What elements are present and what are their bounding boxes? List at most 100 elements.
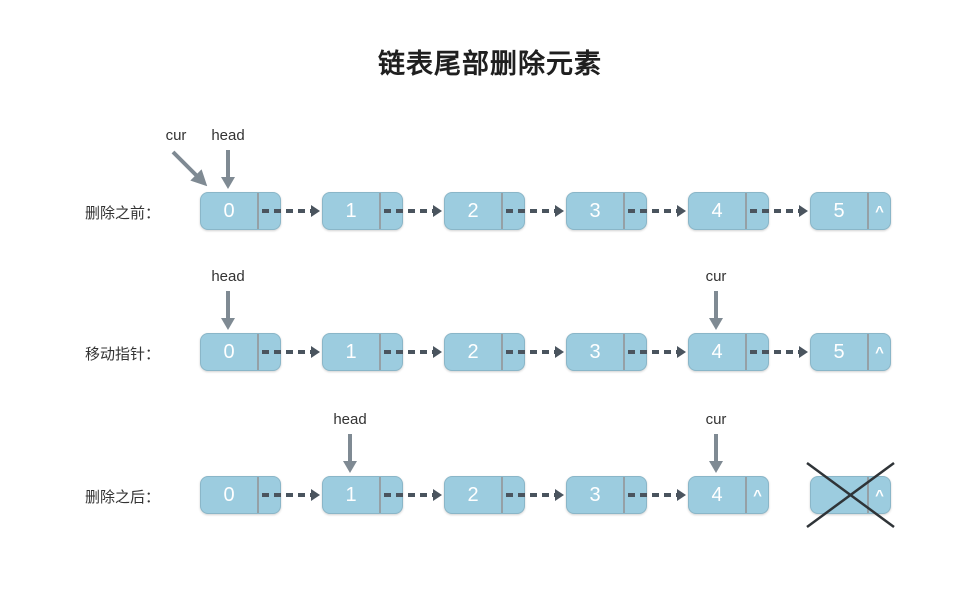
- cur-pointer-arrow-icon: [714, 291, 718, 318]
- node-divider: [623, 193, 625, 229]
- node-divider: [745, 334, 747, 370]
- head-pointer-arrowhead-icon: [221, 177, 235, 189]
- list-node: 1: [322, 192, 403, 230]
- cur-pointer-label: cur: [705, 411, 727, 428]
- next-link-arrow: [262, 489, 320, 501]
- head-pointer-arrow-icon: [348, 434, 352, 461]
- cur-pointer-arrow-icon: [171, 150, 208, 187]
- node-divider: [623, 477, 625, 513]
- list-node: ^: [810, 476, 891, 514]
- node-divider: [379, 193, 381, 229]
- node-value: 5: [833, 199, 845, 222]
- node-value: 0: [223, 199, 235, 222]
- next-link-dash-line: [628, 493, 677, 497]
- next-link-arrow: [384, 489, 442, 501]
- node-next-pointer: ^: [753, 486, 762, 504]
- node-divider: [379, 334, 381, 370]
- next-link-arrowhead-icon: [311, 489, 320, 501]
- next-link-arrowhead-icon: [799, 346, 808, 358]
- cur-pointer-label: cur: [705, 268, 727, 285]
- head-pointer-label: head: [333, 411, 367, 428]
- head-pointer-label: head: [211, 127, 245, 144]
- next-link-dash-line: [750, 209, 799, 213]
- node-divider: [867, 193, 869, 229]
- next-link-arrow: [262, 205, 320, 217]
- next-link-dash-line: [506, 493, 555, 497]
- next-link-arrowhead-icon: [677, 346, 686, 358]
- node-divider: [867, 334, 869, 370]
- node-value: 4: [711, 199, 723, 222]
- node-value: 2: [467, 483, 479, 506]
- head-pointer-arrowhead-icon: [221, 318, 235, 330]
- next-link-arrowhead-icon: [677, 205, 686, 217]
- node-divider: [257, 334, 259, 370]
- head-pointer-label: head: [211, 268, 245, 285]
- next-link-dash-line: [628, 209, 677, 213]
- node-value: 2: [467, 199, 479, 222]
- next-link-dash-line: [628, 350, 677, 354]
- node-divider: [501, 193, 503, 229]
- cur-pointer-arrow-icon: [714, 434, 718, 461]
- node-value: 2: [467, 340, 479, 363]
- next-link-arrow: [506, 489, 564, 501]
- next-link-arrow: [384, 205, 442, 217]
- list-node: 5^: [810, 192, 891, 230]
- row-label-after-delete: 删除之后：: [85, 489, 161, 506]
- next-link-dash-line: [262, 209, 311, 213]
- next-link-arrow: [262, 346, 320, 358]
- next-link-arrowhead-icon: [677, 489, 686, 501]
- node-divider: [745, 477, 747, 513]
- diagram-title: 链表尾部删除元素: [378, 49, 602, 79]
- node-divider: [257, 193, 259, 229]
- node-divider: [257, 477, 259, 513]
- node-divider: [623, 334, 625, 370]
- node-value: 5: [833, 340, 845, 363]
- next-link-dash-line: [384, 209, 433, 213]
- next-link-dash-line: [262, 350, 311, 354]
- next-link-arrow: [750, 205, 808, 217]
- node-next-pointer: ^: [875, 486, 884, 504]
- next-link-arrowhead-icon: [433, 489, 442, 501]
- node-divider: [379, 477, 381, 513]
- next-link-arrow: [506, 205, 564, 217]
- next-link-dash-line: [262, 493, 311, 497]
- node-value: 0: [223, 340, 235, 363]
- next-link-arrowhead-icon: [311, 205, 320, 217]
- next-link-dash-line: [506, 350, 555, 354]
- next-link-arrow: [506, 346, 564, 358]
- head-pointer-arrow-icon: [226, 150, 230, 177]
- list-node: 4: [688, 192, 769, 230]
- node-divider: [501, 477, 503, 513]
- next-link-arrowhead-icon: [555, 346, 564, 358]
- deleted-node-cross-icon: [806, 461, 895, 529]
- node-divider: [745, 193, 747, 229]
- node-next-pointer: ^: [875, 202, 884, 220]
- node-value: 1: [345, 199, 357, 222]
- next-link-arrow: [628, 205, 686, 217]
- node-value: 4: [711, 340, 723, 363]
- next-link-arrowhead-icon: [555, 489, 564, 501]
- node-value: 1: [345, 483, 357, 506]
- next-link-dash-line: [384, 493, 433, 497]
- cur-pointer-label: cur: [165, 127, 187, 144]
- node-divider: [867, 477, 869, 513]
- node-value: 3: [589, 340, 601, 363]
- next-link-arrowhead-icon: [433, 205, 442, 217]
- node-value: 3: [589, 483, 601, 506]
- head-pointer-arrow-icon: [226, 291, 230, 318]
- next-link-arrowhead-icon: [799, 205, 808, 217]
- next-link-dash-line: [384, 350, 433, 354]
- next-link-dash-line: [750, 350, 799, 354]
- node-value: 0: [223, 483, 235, 506]
- cur-pointer-arrowhead-icon: [709, 461, 723, 473]
- row-label-before-delete: 删除之前：: [85, 205, 161, 222]
- list-node: 5^: [810, 333, 891, 371]
- next-link-arrow: [628, 346, 686, 358]
- next-link-dash-line: [506, 209, 555, 213]
- node-value: 1: [345, 340, 357, 363]
- next-link-arrow: [384, 346, 442, 358]
- next-link-arrowhead-icon: [311, 346, 320, 358]
- node-value: 4: [711, 483, 723, 506]
- next-link-arrowhead-icon: [555, 205, 564, 217]
